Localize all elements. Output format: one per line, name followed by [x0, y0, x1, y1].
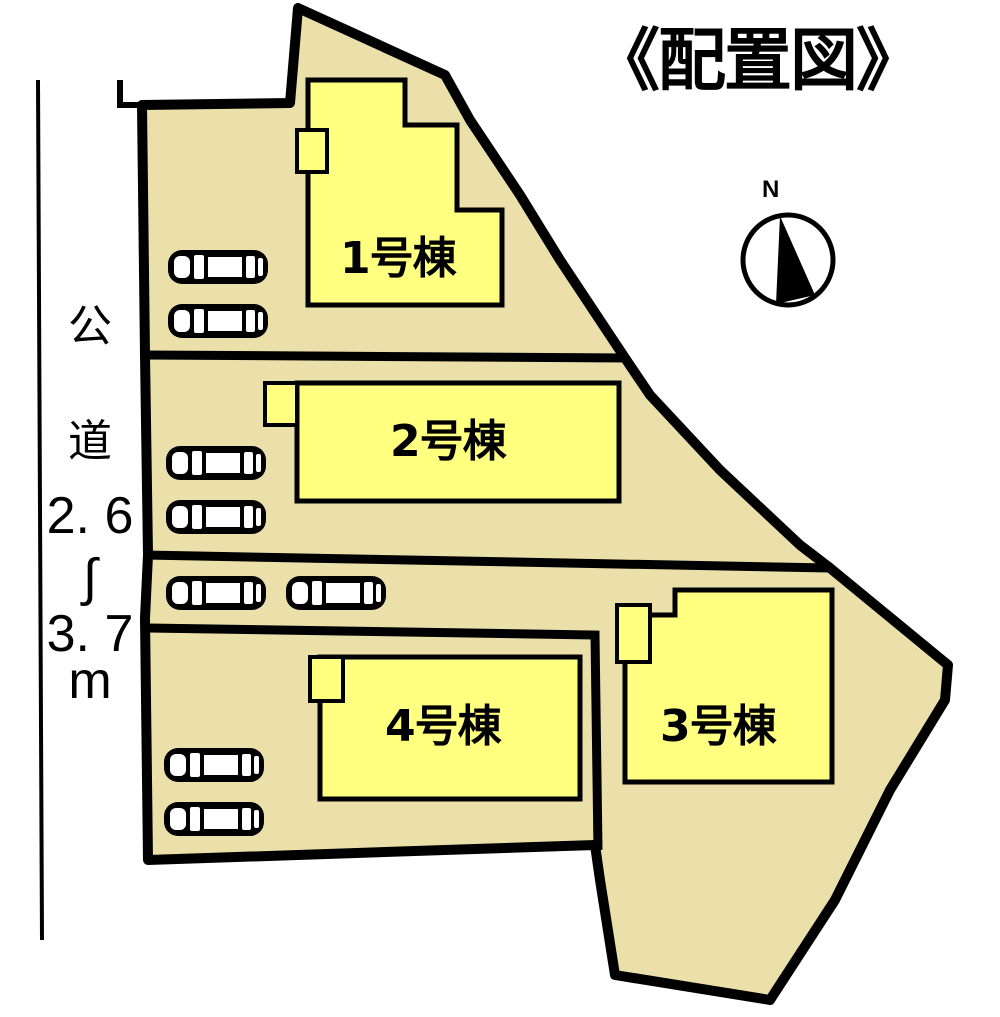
car-icon	[166, 446, 266, 480]
entrance-porch	[295, 128, 329, 174]
car-icon	[166, 576, 266, 610]
road-edge-line	[36, 79, 44, 941]
road-width-max: 3. 7	[46, 605, 134, 663]
car-icon	[286, 576, 386, 610]
building-4-label: 4号棟	[385, 701, 502, 752]
lot-dividers	[144, 350, 831, 851]
building-1[interactable]	[295, 77, 505, 308]
car-icon	[164, 748, 264, 782]
north-compass-icon	[740, 212, 836, 308]
building-1-label: 1号棟	[340, 233, 457, 284]
building-2[interactable]	[263, 380, 622, 504]
entrance-porch	[263, 381, 299, 427]
car-icon	[164, 802, 264, 836]
road-width-unit: m	[68, 652, 112, 710]
road-label-line: 公	[68, 301, 112, 352]
building-3-label: 3号棟	[660, 701, 777, 752]
car-icon	[168, 304, 268, 338]
entrance-porch	[615, 603, 652, 664]
road-label-line: 道	[68, 416, 112, 467]
building-4[interactable]	[308, 654, 583, 802]
page-title: 《配置図》	[592, 22, 924, 101]
entrance-porch	[308, 655, 345, 703]
building-3[interactable]	[615, 587, 835, 785]
building-2-label: 2号棟	[390, 416, 507, 467]
road-range-symbol: ∫	[82, 549, 98, 607]
north-label: N	[762, 176, 780, 203]
car-icon	[166, 500, 266, 534]
road-width-min: 2. 6	[46, 487, 134, 545]
car-icon	[168, 250, 268, 284]
